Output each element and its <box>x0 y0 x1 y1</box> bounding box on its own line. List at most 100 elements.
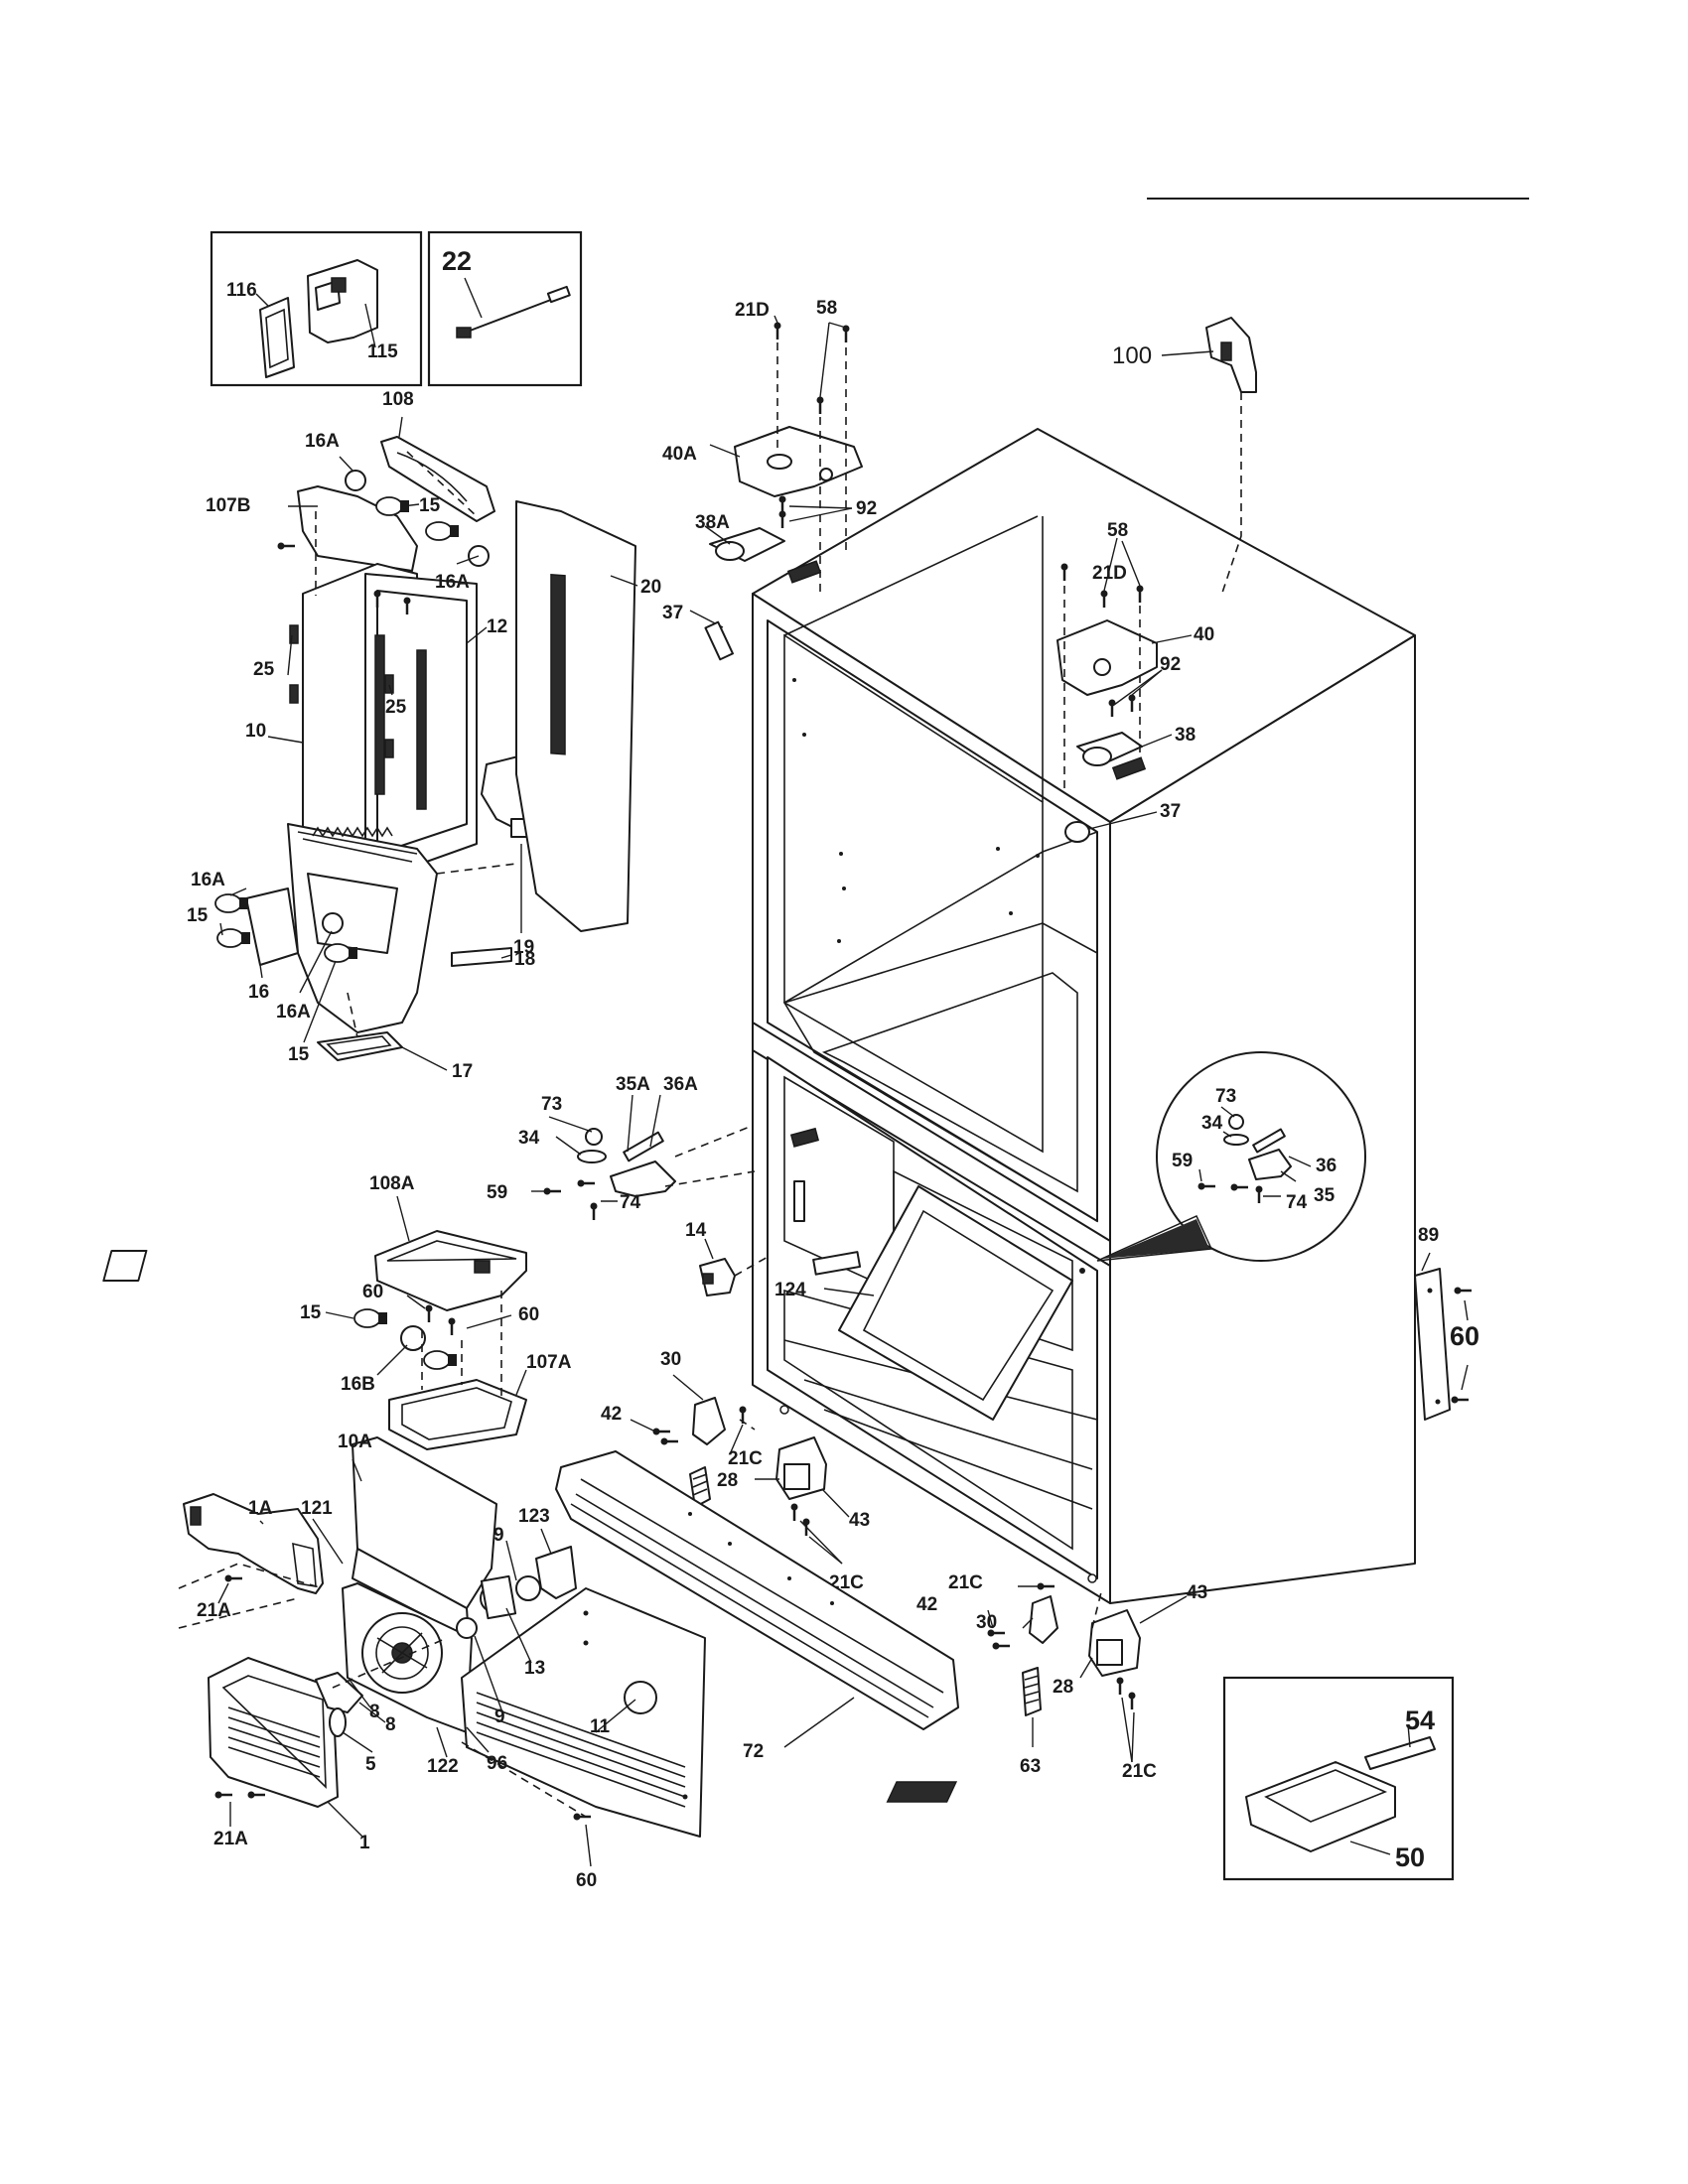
label-74-left: 74 <box>620 1192 641 1213</box>
label-59-detail: 59 <box>1172 1151 1193 1171</box>
label-18: 18 <box>514 949 535 970</box>
top-hinge-left: 21D 58 40A 92 38A 37 <box>662 298 877 661</box>
label-123: 123 <box>518 1506 550 1527</box>
label-20: 20 <box>640 577 661 598</box>
label-58-right: 58 <box>1107 520 1128 541</box>
label-72: 72 <box>743 1741 764 1762</box>
label-60-side: 60 <box>1450 1321 1479 1351</box>
lamp-assembly-107A: 15 16B 107A <box>300 1291 572 1450</box>
dispenser-front-lower: 10A 1A 121 123 9 13 9 11 21A 8 8 5 122 9… <box>178 1432 706 1891</box>
label-34-detail: 34 <box>1201 1113 1223 1134</box>
label-96: 96 <box>487 1753 507 1774</box>
label-15-top: 15 <box>419 495 441 516</box>
label-36A: 36A <box>663 1074 698 1095</box>
label-89: 89 <box>1418 1225 1439 1246</box>
label-43-left: 43 <box>849 1510 870 1531</box>
label-40: 40 <box>1194 624 1214 645</box>
label-25-center: 25 <box>385 697 407 718</box>
label-1: 1 <box>359 1833 370 1853</box>
label-121: 121 <box>301 1498 333 1519</box>
label-15-left: 15 <box>187 905 209 926</box>
inset-box-116-115: 116 115 <box>210 230 423 387</box>
label-92-top: 92 <box>856 498 877 519</box>
label-25-left: 25 <box>253 659 275 680</box>
label-8-lower: 8 <box>385 1714 396 1735</box>
detail-circle-hinge: 73 34 59 36 74 35 <box>1096 1051 1366 1262</box>
label-54: 54 <box>1405 1706 1435 1735</box>
label-21D-right: 21D <box>1092 563 1127 584</box>
label-63-right: 63 <box>1020 1756 1041 1777</box>
label-107B: 107B <box>206 495 250 516</box>
label-73-detail: 73 <box>1215 1086 1236 1107</box>
label-37-right: 37 <box>1160 801 1181 822</box>
label-42-right: 42 <box>916 1594 937 1615</box>
label-28-right: 28 <box>1053 1677 1073 1698</box>
label-16A-upper-right: 16A <box>435 572 470 593</box>
label-16: 16 <box>248 982 269 1003</box>
label-16A-left: 16A <box>191 870 225 890</box>
label-1A: 1A <box>248 1498 273 1519</box>
label-108A: 108A <box>369 1173 415 1194</box>
label-38: 38 <box>1175 725 1196 746</box>
label-5: 5 <box>365 1754 376 1775</box>
label-42-left: 42 <box>601 1404 622 1425</box>
label-60-left: 60 <box>362 1282 383 1302</box>
refrigerator-cabinet <box>752 428 1416 1604</box>
label-21A-lower: 21A <box>213 1829 248 1849</box>
label-16B: 16B <box>341 1374 375 1395</box>
center-hinge-left: 73 35A 36A 34 59 74 <box>487 1074 756 1222</box>
label-17: 17 <box>452 1061 473 1082</box>
label-9-upper: 9 <box>493 1525 504 1546</box>
label-30-right: 30 <box>976 1612 997 1633</box>
label-37-left: 37 <box>662 603 683 623</box>
label-30-left: 30 <box>660 1349 681 1370</box>
label-58-top: 58 <box>816 298 837 319</box>
bracket-100: 100 <box>1112 317 1257 597</box>
label-15-lamp: 15 <box>300 1302 322 1323</box>
label-16A-bottom: 16A <box>276 1002 311 1023</box>
inset-box-22: 22 <box>427 230 583 387</box>
label-116: 116 <box>226 280 257 301</box>
label-34-left: 34 <box>518 1128 540 1149</box>
label-92-right: 92 <box>1160 654 1181 675</box>
inset-box-54-50: 54 50 <box>886 1676 1455 1881</box>
label-59-left: 59 <box>487 1182 507 1203</box>
label-122: 122 <box>427 1756 459 1777</box>
lower-hinge-right: 21C 42 30 43 28 63 21C <box>916 1572 1207 1782</box>
label-74-detail: 74 <box>1286 1192 1308 1213</box>
label-21D-top: 21D <box>735 300 770 321</box>
top-hinge-right: 58 21D 40 92 38 37 <box>1056 520 1214 843</box>
label-108: 108 <box>382 389 414 410</box>
label-10A: 10A <box>338 1432 372 1452</box>
side-panel-89: 89 60 <box>1414 1225 1479 1421</box>
kickplate-72: 72 <box>555 1450 959 1762</box>
label-21A-upper: 21A <box>197 1600 231 1621</box>
label-8-upper: 8 <box>369 1702 380 1722</box>
label-10: 10 <box>245 721 266 742</box>
label-12: 12 <box>487 616 507 637</box>
label-73-left: 73 <box>541 1094 562 1115</box>
ice-housing-108A: 108A 60 60 <box>102 1173 539 1337</box>
label-124: 124 <box>774 1280 806 1300</box>
label-21C-right-bottom: 21C <box>1122 1761 1157 1782</box>
label-9-lower: 9 <box>494 1706 505 1727</box>
label-38A: 38A <box>695 512 730 533</box>
label-22: 22 <box>442 246 472 276</box>
label-21C-right-top: 21C <box>948 1572 983 1593</box>
dispenser-assembly-upper: 108 16A 107B 15 16A 20 12 25 25 10 16A 1… <box>187 389 661 1082</box>
label-50: 50 <box>1395 1843 1425 1872</box>
label-28-left: 28 <box>717 1470 738 1491</box>
label-60-bottom: 60 <box>576 1870 597 1891</box>
label-60-mid: 60 <box>518 1304 539 1325</box>
label-21C-mid: 21C <box>728 1448 763 1469</box>
label-14: 14 <box>685 1220 707 1241</box>
label-40A: 40A <box>662 444 697 465</box>
label-35A: 35A <box>616 1074 650 1095</box>
label-35-detail: 35 <box>1314 1185 1336 1206</box>
label-16A-top: 16A <box>305 431 340 452</box>
label-15-bottom: 15 <box>288 1044 310 1065</box>
label-36-detail: 36 <box>1316 1156 1336 1176</box>
label-100: 100 <box>1112 342 1152 369</box>
label-13: 13 <box>524 1658 545 1679</box>
